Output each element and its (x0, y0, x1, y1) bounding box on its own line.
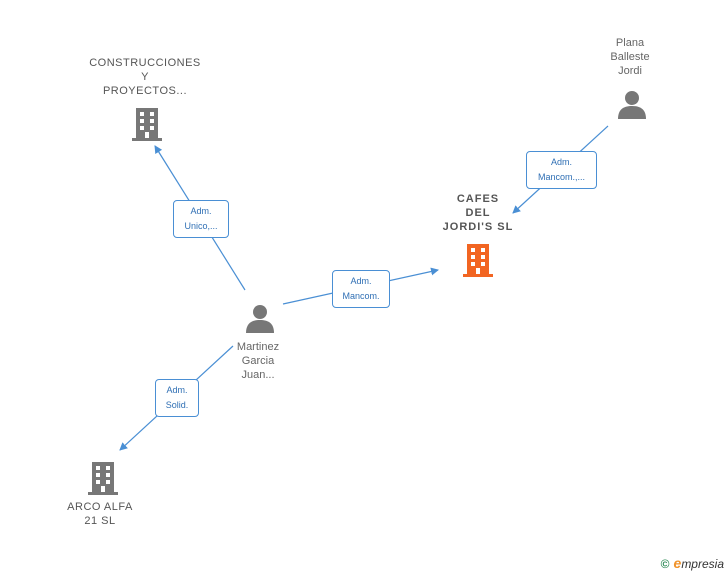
node-plana-label[interactable]: Plana Balleste Jordi (590, 36, 670, 78)
brand-footer: ©empresia (661, 555, 724, 571)
person-icon[interactable] (245, 304, 275, 334)
edge-label-line: Unico,... (184, 221, 218, 231)
edge-label-line: Adm. (350, 276, 372, 286)
node-label-line: Balleste (610, 51, 650, 63)
edge-label-line: Adm. (166, 385, 188, 395)
edge-label-martinez-construcciones[interactable]: Adm. Unico,... (173, 200, 229, 238)
node-label-line: DEL (465, 207, 491, 219)
node-label-line: CONSTRUCCIONES (89, 57, 201, 69)
person-icon[interactable] (617, 90, 647, 120)
node-label-line: 21 SL (84, 515, 116, 527)
building-icon[interactable] (132, 106, 162, 142)
node-construcciones-label[interactable]: CONSTRUCCIONES Y PROYECTOS... (80, 56, 210, 98)
node-arco-label[interactable]: ARCO ALFA 21 SL (55, 500, 145, 528)
node-label-line: Martinez (236, 341, 280, 353)
building-icon[interactable] (88, 460, 118, 496)
edge-label-line: Mancom.,... (537, 172, 585, 182)
node-martinez-label[interactable]: Martinez Garcia Juan... (218, 340, 298, 382)
node-label-line: Garcia (241, 355, 275, 367)
edge-label-plana-cafes[interactable]: Adm. Mancom.,... (526, 151, 597, 189)
node-label-line: ARCO ALFA (67, 501, 133, 513)
edge-label-line: Adm. (190, 206, 212, 216)
edge-label-line: Adm. (550, 157, 572, 167)
building-icon[interactable] (463, 242, 493, 278)
node-label-line: Jordi (618, 65, 642, 77)
node-label-line: JORDI'S SL (442, 221, 514, 233)
node-label-line: CAFES (456, 193, 500, 205)
brand-name: mpresia (681, 557, 724, 571)
node-cafes-label[interactable]: CAFES DEL JORDI'S SL (418, 192, 538, 234)
edge-label-line: Solid. (165, 400, 189, 410)
node-label-line: Y (141, 71, 149, 83)
edge-label-martinez-cafes[interactable]: Adm. Mancom. (332, 270, 390, 308)
copyright-icon: © (660, 557, 670, 571)
node-label-line: Juan... (241, 369, 275, 381)
node-label-line: Plana (615, 37, 645, 49)
brand-initial: e (673, 555, 682, 571)
node-label-line: PROYECTOS... (102, 85, 188, 97)
edge-label-martinez-arco[interactable]: Adm. Solid. (155, 379, 199, 417)
edge-label-line: Mancom. (342, 291, 380, 301)
